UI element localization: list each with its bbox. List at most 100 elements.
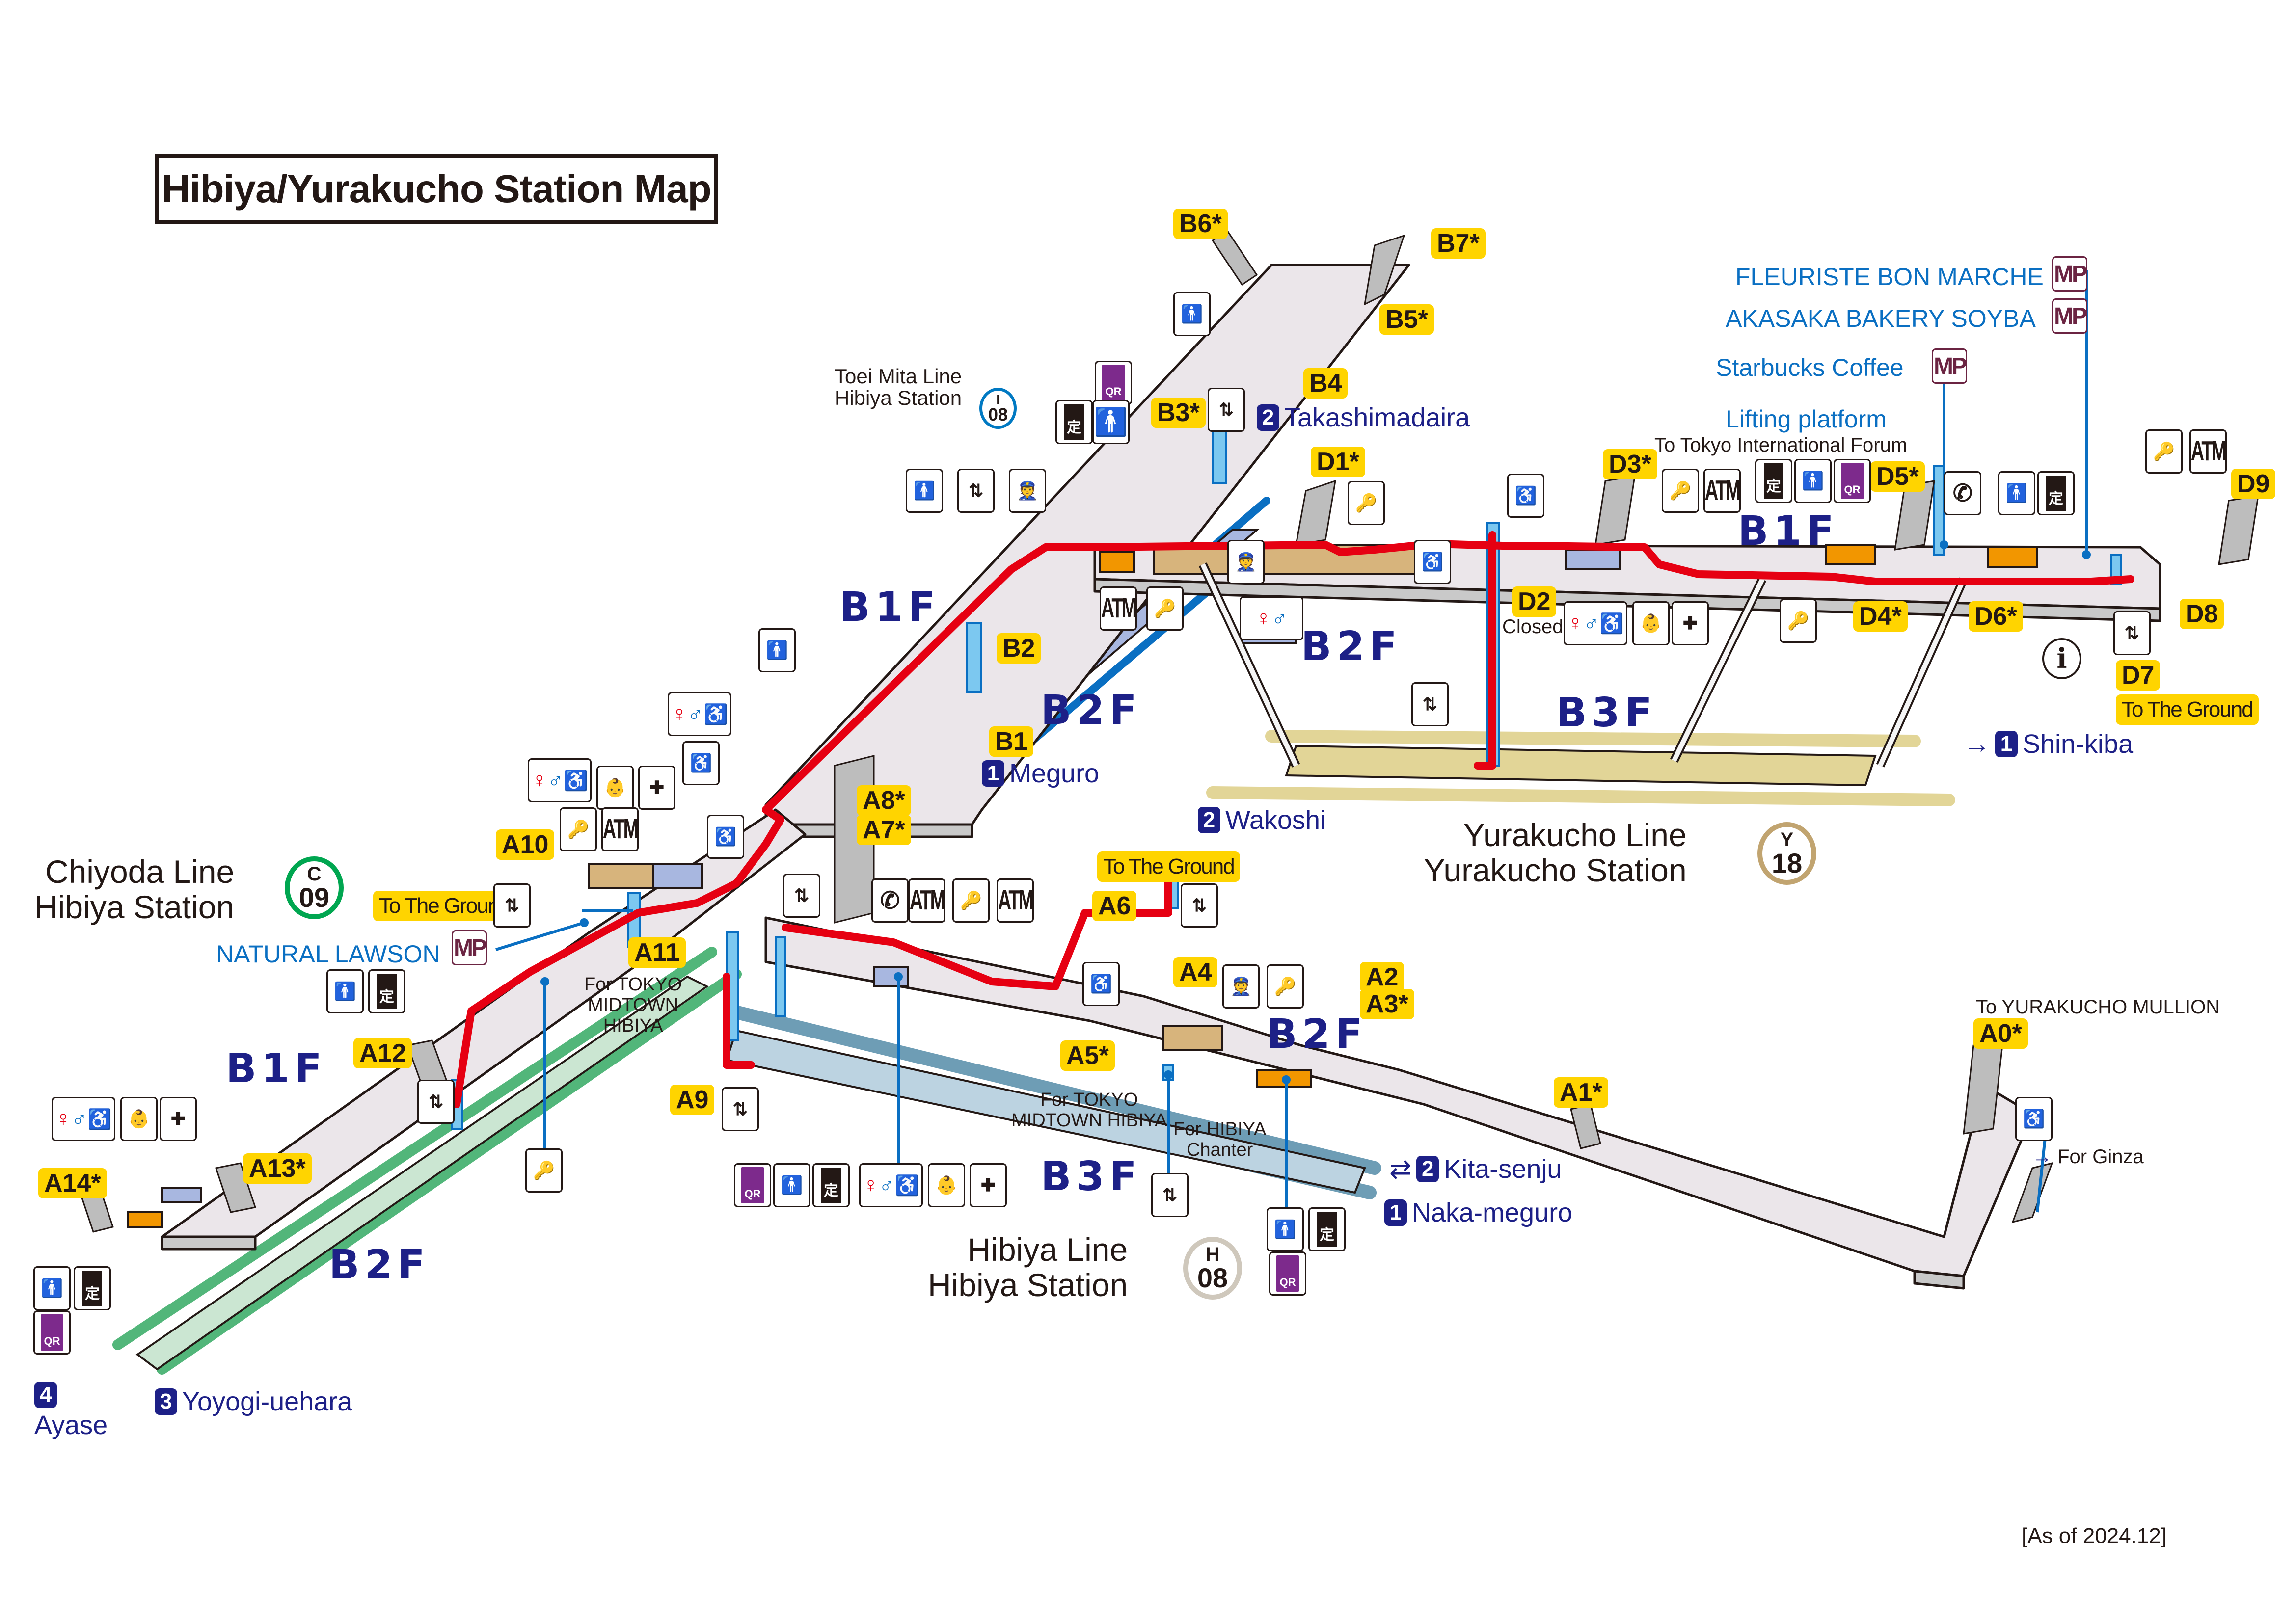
exit-a9[interactable]: A9 [670, 1085, 715, 1115]
restroom-block-a10 [652, 863, 703, 889]
exit-b3[interactable]: B3* [1151, 398, 1206, 428]
exit-b7[interactable]: B7* [1431, 228, 1486, 259]
exit-a1[interactable]: A1* [1554, 1077, 1608, 1108]
exit-a14[interactable]: A14* [38, 1168, 107, 1198]
exit-a0[interactable]: A0* [1973, 1018, 2028, 1049]
exit-b5[interactable]: B5* [1379, 304, 1434, 335]
shop-starbucks-coffee[interactable]: Starbucks Coffee [1716, 354, 1904, 381]
exit-a10[interactable]: A10 [496, 829, 555, 860]
exit-b1[interactable]: B1 [989, 726, 1034, 757]
destination-name: Takashimadaira [1284, 403, 1470, 432]
for-tokyo-midtown-hibiya-center: For TOKYO MIDTOWN HIBIYA [1011, 1090, 1167, 1131]
coin-locker-icon: 🔑 [1267, 964, 1304, 1009]
platform-number-badge: 2 [1198, 807, 1220, 833]
leader-dot [1282, 1075, 1291, 1084]
elevator-b3 [1212, 424, 1227, 484]
female-restroom-icon: ♀ [55, 1107, 72, 1131]
elevator-icon: ⇅ [417, 1080, 455, 1124]
exit-a4[interactable]: A4 [1173, 957, 1218, 987]
chiyoda-track-2 [157, 969, 742, 1375]
exit-a12[interactable]: A12 [353, 1038, 412, 1068]
station-badge-hibiya: H 08 [1183, 1237, 1242, 1300]
station-name-yurakucho: Yurakucho Line Yurakucho Station [1424, 817, 1687, 888]
elevator-icon: ⇅ [1208, 388, 1245, 432]
elevator-b2 [966, 622, 982, 693]
exit-a6[interactable]: A6 [1092, 891, 1137, 921]
exit-d4[interactable]: D4* [1853, 601, 1908, 632]
exit-b2[interactable]: B2 [997, 633, 1041, 664]
qr-label: QR [1276, 1255, 1299, 1292]
d2-closed-label: Closed [1502, 616, 1564, 638]
exit-d5[interactable]: D5* [1870, 461, 1925, 492]
exit-a2[interactable]: A2 [1360, 962, 1405, 992]
exit-a3[interactable]: A3* [1360, 989, 1414, 1019]
baby-changing-icon: 👶 [1632, 601, 1670, 645]
teiki-label: 定 [1764, 463, 1783, 499]
ticket-machine-hibiya [1256, 1069, 1312, 1088]
line-name: Chiyoda Line [45, 853, 235, 890]
station-number: 08 [988, 404, 1008, 425]
shop-fleuriste-bon-marche[interactable]: FLEURISTE BON MARCHE [1735, 263, 2044, 291]
commuter-pass-machine-icon: 定 [1308, 1207, 1346, 1251]
stair-d3 [1594, 475, 1636, 546]
shop-natural-lawson[interactable]: NATURAL LAWSON [216, 940, 440, 968]
leader-lawson [495, 921, 585, 951]
station-name: Hibiya Station [928, 1267, 1128, 1303]
arrow-right-icon: → [2032, 1146, 2058, 1168]
exit-d6[interactable]: D6* [1969, 601, 2023, 632]
commuter-pass-machine-icon: 定 [2037, 471, 2075, 515]
shop-akasaka-bakery-soyba[interactable]: AKASAKA BAKERY SOYBA [1726, 305, 2036, 332]
exit-d7[interactable]: D7 [2116, 660, 2161, 691]
floor-label-b2f-hibiya: B2F [1267, 1011, 1368, 1058]
exit-a7[interactable]: A7* [857, 815, 911, 845]
exit-d8[interactable]: D8 [2180, 599, 2224, 629]
exit-d9[interactable]: D9 [2231, 469, 2276, 499]
coin-locker-icon: 🔑 [1348, 481, 1385, 525]
b1f-hibiya-edge [1913, 1270, 1965, 1290]
restroom-icon: ♀♂♿ [859, 1163, 923, 1207]
destination-name: Yoyogi-uehara [182, 1387, 352, 1416]
exit-a8[interactable]: A8* [857, 785, 911, 816]
exit-d3[interactable]: D3* [1603, 449, 1657, 479]
ticket-machine-person-icon: 🚹 [33, 1266, 71, 1310]
elevator-icon: ⇅ [1181, 883, 1218, 928]
baby-changing-icon: 👶 [120, 1097, 158, 1141]
commuter-pass-machine-icon: 定 [1755, 459, 1792, 503]
female-restroom-icon: ♀ [863, 1173, 879, 1197]
leader-dot [2082, 550, 2091, 559]
wheelchair-stairlift-icon: ♿ [707, 815, 744, 859]
station-badge-chiyoda: C 09 [285, 856, 344, 919]
exit-d2[interactable]: D2 [1512, 586, 1557, 617]
exit-a5[interactable]: A5* [1060, 1040, 1115, 1071]
exit-a6-to-the-ground[interactable]: To The Ground [1097, 851, 1240, 882]
female-restroom-icon: ♀ [1255, 606, 1271, 630]
mp-badge-starbucks: MP [1932, 348, 1967, 384]
coin-locker-icon: 🔑 [1662, 469, 1699, 513]
exit-a13[interactable]: A13* [243, 1153, 312, 1184]
male-restroom-icon: ♂ [71, 1107, 88, 1131]
destination-ayase: 4 Ayase [34, 1382, 108, 1440]
qr-ticket-machine-icon: QR [1269, 1251, 1306, 1296]
line-letter: H [1205, 1244, 1220, 1265]
station-name-hibiya: Hibiya Line Hibiya Station [928, 1232, 1128, 1303]
information-icon: i [2042, 638, 2081, 679]
floor-label-b1f-chiyoda: B1F [226, 1045, 327, 1092]
ticket-machine-b1f-mita [1099, 551, 1135, 573]
exit-b6[interactable]: B6* [1173, 209, 1228, 239]
exit-b4[interactable]: B4 [1303, 368, 1348, 399]
exit-d1[interactable]: D1* [1311, 447, 1365, 477]
leader-dot [540, 977, 549, 986]
restroom-icon: ♀♂♿ [1564, 601, 1627, 645]
floor-label-b1f-yurakucho: B1F [1738, 508, 1839, 555]
exit-a11[interactable]: A11 [628, 937, 686, 968]
restroom-icon: ♀♂ [1240, 596, 1303, 640]
exit-d7-to-the-ground[interactable]: To The Ground [2116, 694, 2259, 725]
station-staff-icon: 👮 [1009, 469, 1046, 513]
platform-number-badge: 1 [1995, 731, 2018, 757]
baby-changing-icon: 👶 [596, 766, 634, 810]
atm-icon: ATM [908, 878, 945, 923]
ticket-machine-person-icon: 🚹 [1092, 400, 1130, 444]
exit-a10-to-the-ground[interactable]: To The Ground [373, 891, 516, 921]
destination-name: Meguro [1009, 759, 1100, 788]
